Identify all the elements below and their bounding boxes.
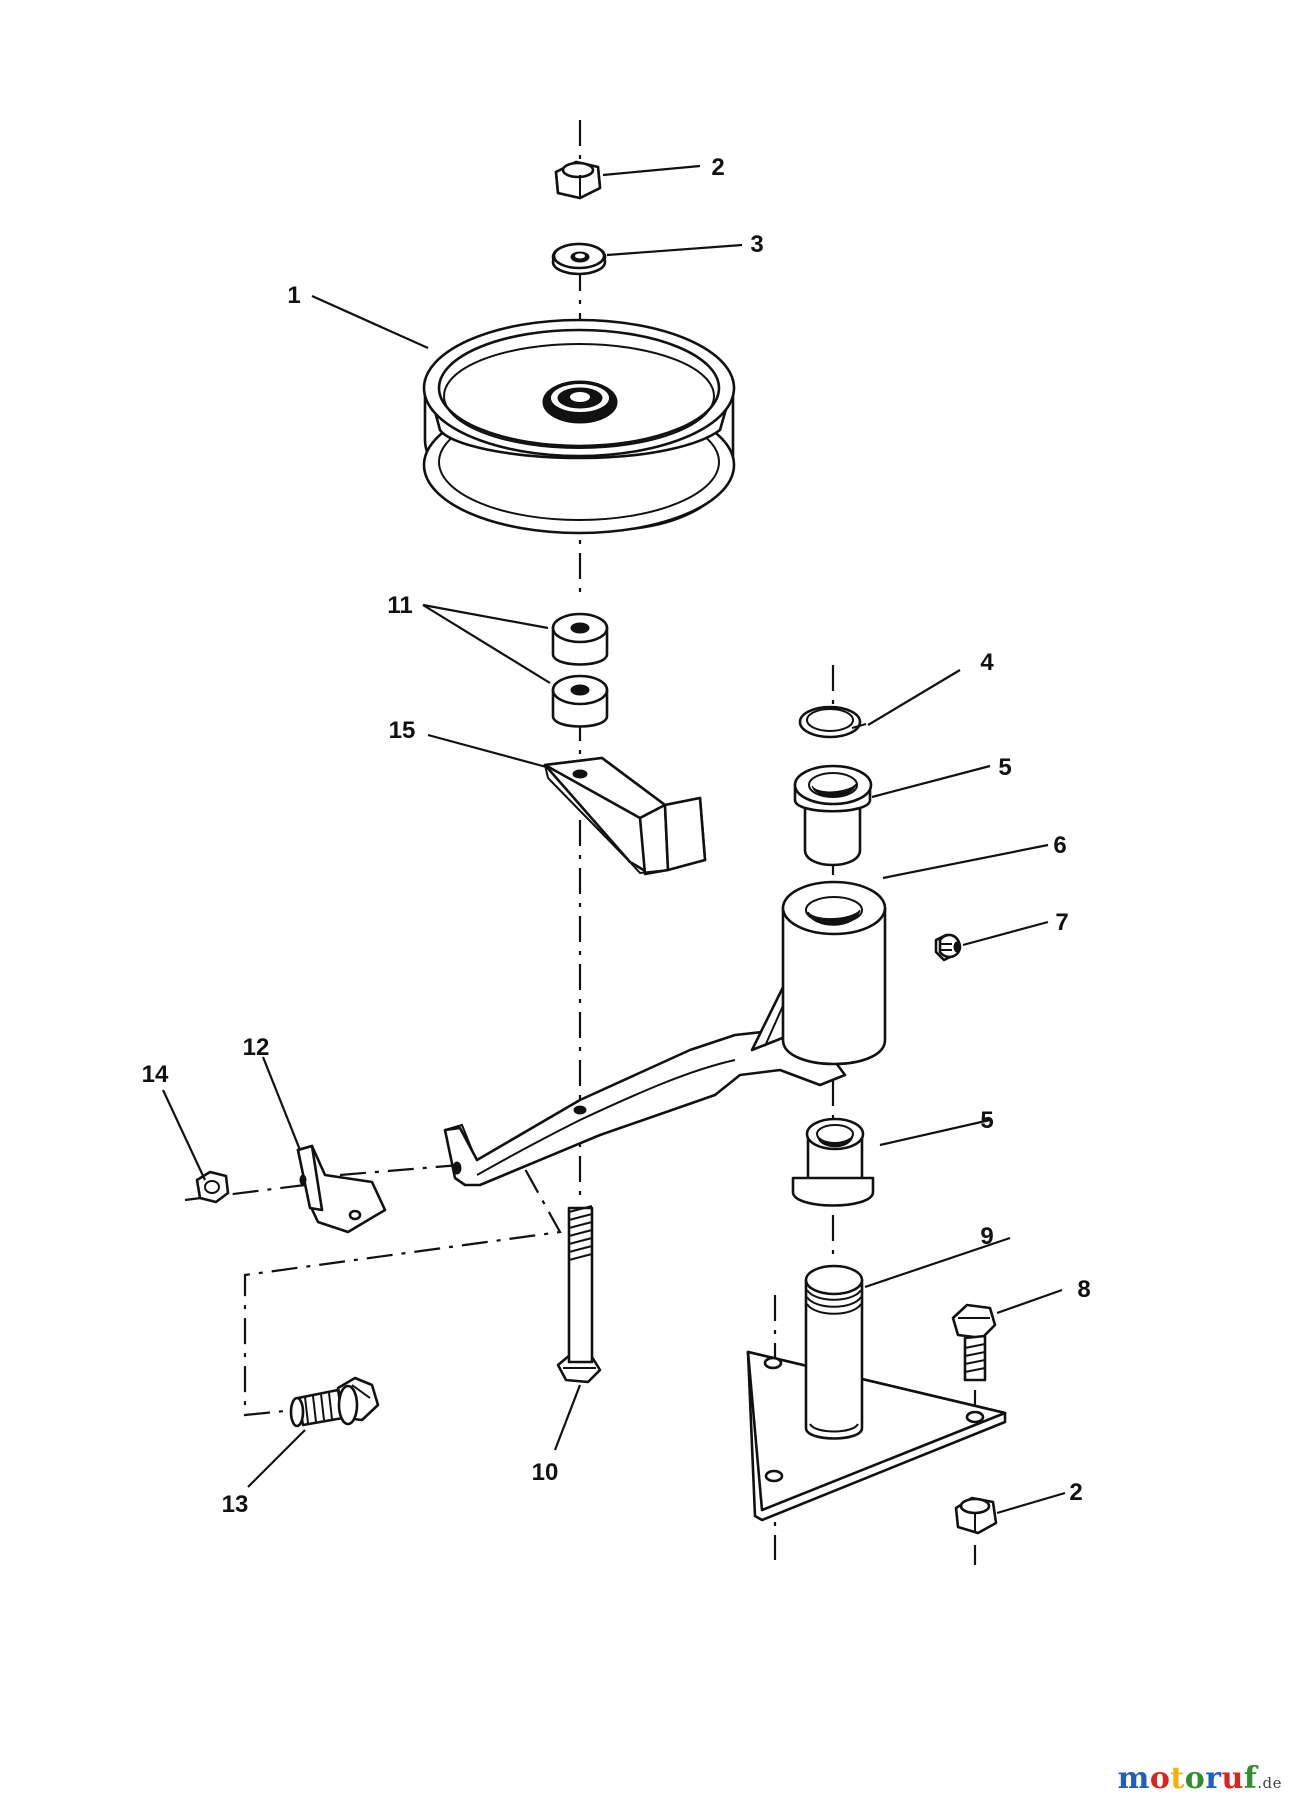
watermark-letter: f bbox=[1243, 1761, 1258, 1796]
callout-14: 14 bbox=[142, 1061, 169, 1088]
callout-numbers: 1 2 3 4 5 5 6 7 8 9 10 11 12 13 14 15 2 bbox=[142, 154, 1091, 1518]
mounting-plate-with-shaft bbox=[746, 1264, 1007, 1522]
hex-bolt bbox=[951, 1303, 997, 1382]
callout-10: 10 bbox=[532, 1459, 559, 1486]
callout-2: 2 bbox=[1069, 1479, 1082, 1506]
callout-3: 3 bbox=[750, 231, 763, 258]
callout-8: 8 bbox=[1077, 1276, 1090, 1303]
leader-lines bbox=[162, 164, 1066, 1515]
callout-5: 5 bbox=[980, 1107, 993, 1134]
flange-bolt bbox=[289, 1376, 380, 1428]
pivot-arm bbox=[443, 880, 887, 1187]
callout-13: 13 bbox=[222, 1491, 249, 1518]
callout-6: 6 bbox=[1053, 832, 1066, 859]
callout-2: 2 bbox=[711, 154, 724, 181]
lower-bushing bbox=[791, 1117, 875, 1207]
watermark-letter: o bbox=[1184, 1761, 1206, 1796]
grease-fitting bbox=[934, 933, 962, 962]
watermark-letter: t bbox=[1170, 1761, 1185, 1796]
watermark-letter: r bbox=[1205, 1761, 1222, 1796]
callout-4: 4 bbox=[980, 649, 994, 676]
washer bbox=[551, 242, 607, 276]
watermark-letter: u bbox=[1221, 1761, 1244, 1796]
watermark-letter: o bbox=[1149, 1761, 1171, 1796]
shaft-threads bbox=[806, 1289, 862, 1315]
small-bracket bbox=[296, 1144, 387, 1234]
snap-ring bbox=[798, 705, 867, 739]
callout-11: 11 bbox=[387, 592, 412, 619]
top-hex-nut bbox=[554, 160, 602, 200]
spacers bbox=[551, 612, 609, 728]
watermark-text: motoruf bbox=[1118, 1761, 1258, 1796]
callout-15: 15 bbox=[389, 717, 416, 744]
upper-bushing bbox=[793, 764, 873, 867]
callout-12: 12 bbox=[243, 1034, 270, 1061]
long-bolt bbox=[556, 1205, 602, 1384]
bottom-hex-nut bbox=[954, 1496, 998, 1535]
idler-pulley bbox=[422, 318, 736, 535]
watermark-letter: m bbox=[1117, 1761, 1150, 1796]
flange-nut bbox=[195, 1170, 230, 1204]
watermark-logo: motoruf.de bbox=[1118, 1761, 1282, 1796]
callout-9: 9 bbox=[980, 1223, 993, 1250]
bolt-threads bbox=[568, 1205, 593, 1261]
callout-5: 5 bbox=[998, 754, 1011, 781]
watermark-tld: .de bbox=[1257, 1774, 1282, 1792]
angle-bracket bbox=[543, 756, 707, 876]
callout-7: 7 bbox=[1055, 909, 1068, 936]
callout-1: 1 bbox=[287, 282, 300, 309]
